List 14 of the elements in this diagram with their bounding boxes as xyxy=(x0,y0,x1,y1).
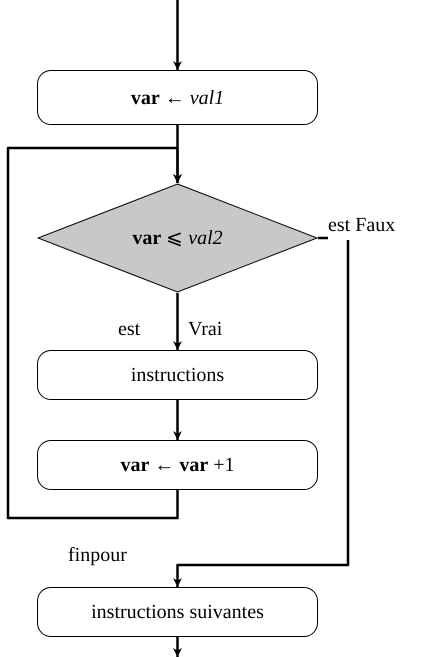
branch-label: est xyxy=(118,317,140,342)
process-box: instructions suivantes xyxy=(37,587,318,637)
branch-label: Vrai xyxy=(188,317,222,342)
process-box: var ← var +1 xyxy=(37,440,318,490)
branch-label: finpour xyxy=(68,543,127,568)
process-box: instructions xyxy=(37,350,318,400)
arrow xyxy=(6,146,182,520)
arrow xyxy=(173,236,350,587)
condition-text: var ⩽ val2 xyxy=(132,226,223,251)
process-box: var ← val1 xyxy=(37,70,318,125)
arrow xyxy=(173,293,182,350)
arrow xyxy=(173,637,182,657)
arrow xyxy=(173,400,182,440)
arrow xyxy=(173,0,182,70)
